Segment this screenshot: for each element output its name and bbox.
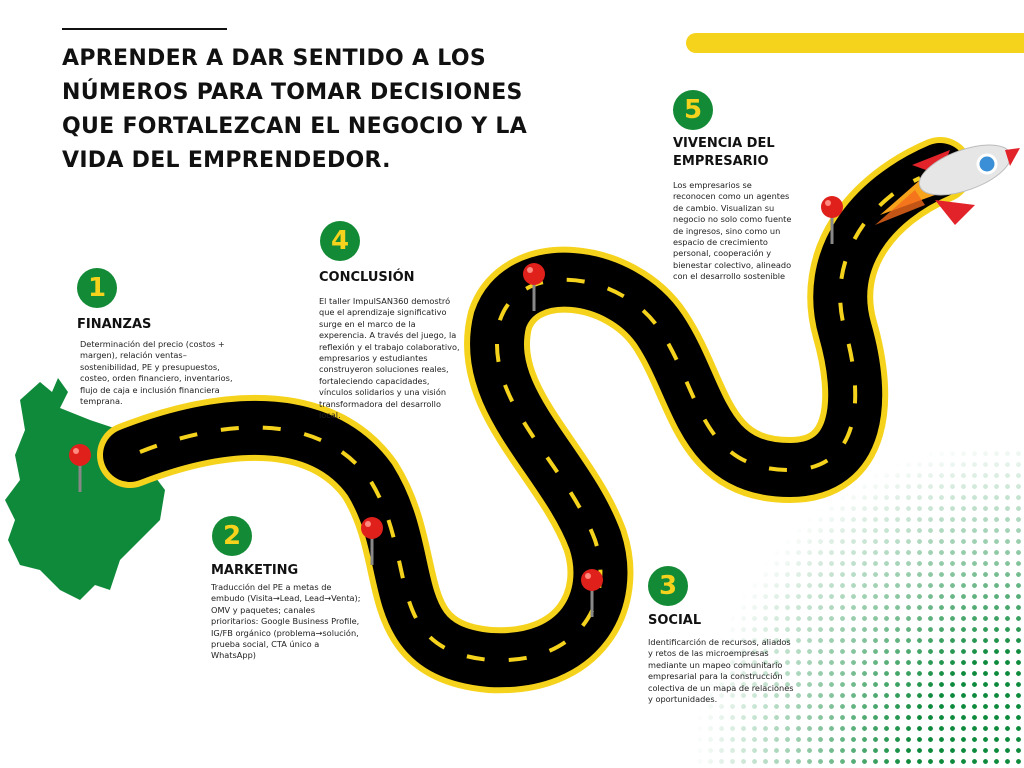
step-4-text: El taller ImpulSAN360 demostró que el ap… xyxy=(319,296,460,421)
road xyxy=(97,137,973,694)
pin-icon xyxy=(361,517,383,565)
step-3-text: Identificarción de recursos, aliados y r… xyxy=(648,637,794,705)
map-pins xyxy=(69,196,843,617)
pin-icon xyxy=(69,444,91,492)
page-title: APRENDER A DAR SENTIDO A LOS NÚMEROS PAR… xyxy=(62,46,528,173)
step-3-badge: 3 xyxy=(648,566,688,606)
title-rule xyxy=(62,28,227,30)
pin-icon xyxy=(581,569,603,617)
step-1-heading: FINANZAS xyxy=(77,317,152,332)
step-4-heading: CONCLUSIÓN xyxy=(319,270,415,285)
pin-icon xyxy=(523,263,545,311)
step-5-heading: VIVENCIA DEL EMPRESARIO xyxy=(673,136,775,169)
pin-icon xyxy=(821,196,843,244)
step-2-heading: MARKETING xyxy=(211,563,299,578)
yellow-accent-bar xyxy=(686,33,1024,53)
step-2-text: Traducción del PE a metas de embudo (Vis… xyxy=(211,582,361,661)
region-map-icon xyxy=(5,378,165,600)
step-1-text: Determinación del precio (costos + marge… xyxy=(80,339,233,407)
rocket-icon xyxy=(875,144,1020,225)
step-3-heading: SOCIAL xyxy=(648,613,702,628)
step-1-badge: 1 xyxy=(77,268,117,308)
step-5-text: Los empresarios se reconocen como un age… xyxy=(673,180,792,282)
step-2-badge: 2 xyxy=(212,516,252,556)
step-4-badge: 4 xyxy=(320,221,360,261)
dot-pattern xyxy=(694,448,1024,768)
step-5-badge: 5 xyxy=(673,90,713,130)
